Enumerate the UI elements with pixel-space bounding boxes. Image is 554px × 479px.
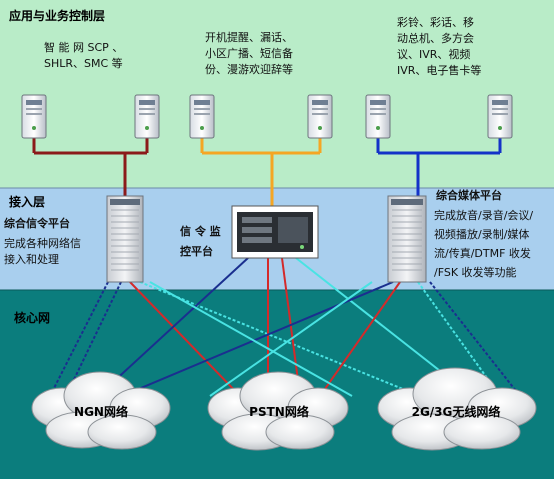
monitor-platform-title: 信 令 监 控平台 <box>180 225 221 258</box>
media-platform-title: 综合媒体平台 <box>436 189 502 202</box>
app-server-1 <box>21 94 47 139</box>
ngn-network-label: NGN网络 <box>74 405 128 419</box>
link-signaling-pstn <box>129 281 241 397</box>
app-server-2 <box>134 94 160 139</box>
link-signaling-ngn-2 <box>49 281 109 397</box>
bus-right <box>376 138 502 196</box>
link-cyan-cross <box>149 281 353 397</box>
link-media-ngn <box>121 281 394 397</box>
link-media-pstn <box>319 281 401 397</box>
signaling-platform-desc: 完成各种网络信 接入和处理 <box>4 237 81 266</box>
core-layer-title: 核心网 <box>14 311 51 325</box>
app-server-6 <box>487 94 513 139</box>
link-cyan-cross-2 <box>209 281 373 397</box>
monitor-platform-chassis <box>231 205 319 259</box>
app-server-5 <box>365 94 391 139</box>
link-monitor-ngn <box>97 257 249 397</box>
access-layer-title: 接入层 <box>9 195 46 209</box>
link-media-wireless-2 <box>429 281 521 397</box>
link-signaling-wireless <box>139 281 421 397</box>
app-group-3-text: 彩铃、彩话、移 动总机、多方会 议、IVR、视频 IVR、电子售卡等 <box>397 16 482 77</box>
signaling-platform-rack <box>106 195 144 283</box>
media-platform-rack <box>387 195 427 283</box>
application-layer-title: 应用与业务控制层 <box>9 9 106 23</box>
cloud-pstn <box>207 371 349 451</box>
pstn-network-label: PSTN网络 <box>249 405 309 419</box>
cloud-ngn <box>31 371 171 450</box>
app-group-2-text: 开机提醒、漏话、 小区广播、短信备 份、漫游欢迎辞等 <box>205 31 293 76</box>
link-monitor-pstn-2 <box>281 257 301 397</box>
app-server-3 <box>189 94 215 139</box>
wireless-network-label: 2G/3G无线网络 <box>411 405 501 419</box>
application-layer-band <box>0 0 554 188</box>
link-signaling-ngn <box>65 281 122 397</box>
app-group-1-text: 智 能 网 SCP 、 SHLR、SMC 等 <box>44 41 124 70</box>
media-platform-desc: 完成放音/录音/会议/ 视频播放/录制/媒体 流/传真/DTMF 收发 /FSK… <box>434 209 534 279</box>
app-server-4 <box>307 94 333 139</box>
bus-left <box>32 138 149 196</box>
bus-mid <box>200 138 322 206</box>
signaling-platform-title: 综合信令平台 <box>4 217 70 230</box>
cloud-wireless <box>377 367 537 451</box>
